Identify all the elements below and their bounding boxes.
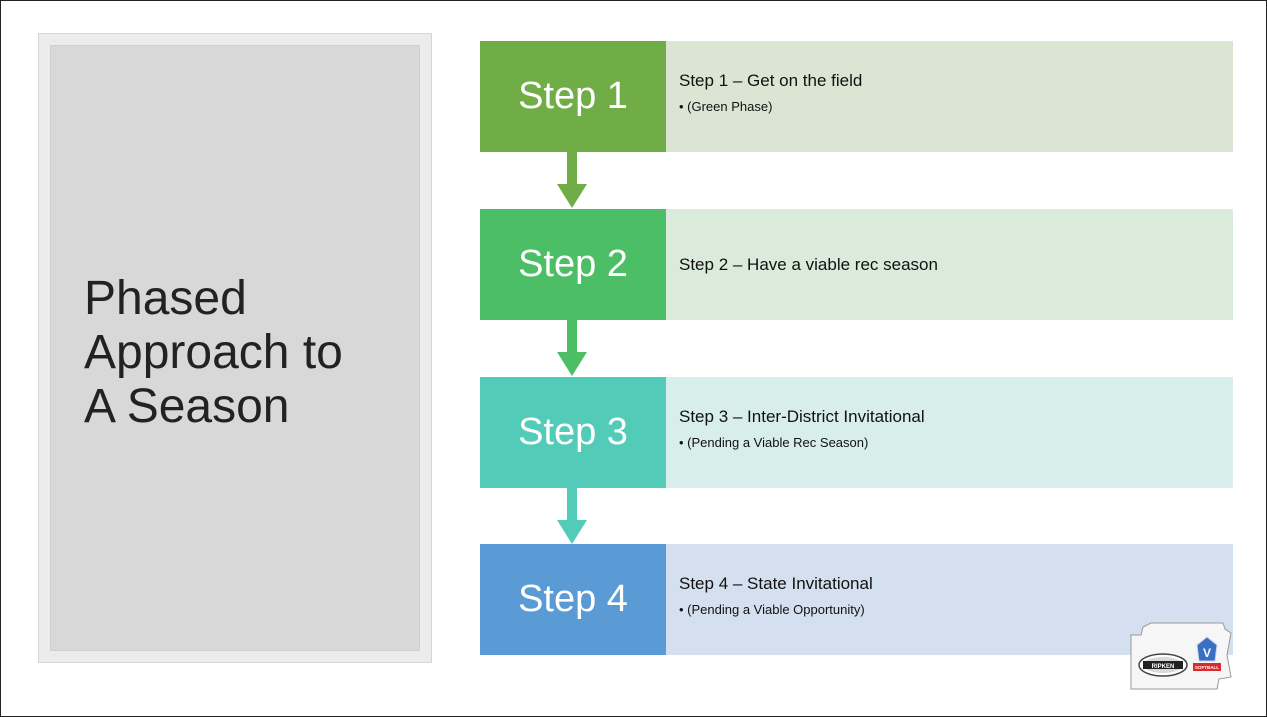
svg-text:SOFTBALL: SOFTBALL <box>1195 665 1219 670</box>
step-3-title: Step 3 – Inter-District Invitational <box>679 407 925 426</box>
league-logo: RIPKEN V SOFTBALL <box>1130 622 1232 690</box>
step-2-description: Step 2 – Have a viable rec season <box>666 209 1233 320</box>
step-4-box: Step 4 <box>480 544 666 655</box>
svg-text:V: V <box>1203 646 1211 660</box>
arrow-down-icon <box>557 320 587 376</box>
step-2-title: Step 2 – Have a viable rec season <box>679 255 938 274</box>
step-1-description: Step 1 – Get on the field • (Green Phase… <box>666 41 1233 152</box>
step-4-label: Step 4 <box>518 578 628 620</box>
slide-title: Phased Approach to A Season <box>84 272 343 433</box>
step-1-label: Step 1 <box>518 75 628 117</box>
step-4-description: Step 4 – State Invitational • (Pending a… <box>666 544 1233 655</box>
step-3-description: Step 3 – Inter-District Invitational • (… <box>666 377 1233 488</box>
arrow-down-icon <box>557 152 587 208</box>
step-2-box: Step 2 <box>480 209 666 320</box>
step-1-subtitle: • (Green Phase) <box>679 99 773 114</box>
step-3-subtitle: • (Pending a Viable Rec Season) <box>679 435 869 450</box>
step-1-title: Step 1 – Get on the field <box>679 71 863 90</box>
step-3-box: Step 3 <box>480 377 666 488</box>
step-3-label: Step 3 <box>518 411 628 453</box>
step-2-label: Step 2 <box>518 243 628 285</box>
title-panel: Phased Approach to A Season <box>50 45 420 651</box>
step-4-title: Step 4 – State Invitational <box>679 574 873 593</box>
step-1-box: Step 1 <box>480 41 666 152</box>
title-panel-frame: Phased Approach to A Season <box>38 33 432 663</box>
arrow-down-icon <box>557 488 587 544</box>
svg-text:RIPKEN: RIPKEN <box>1152 664 1175 670</box>
step-4-subtitle: • (Pending a Viable Opportunity) <box>679 602 865 617</box>
